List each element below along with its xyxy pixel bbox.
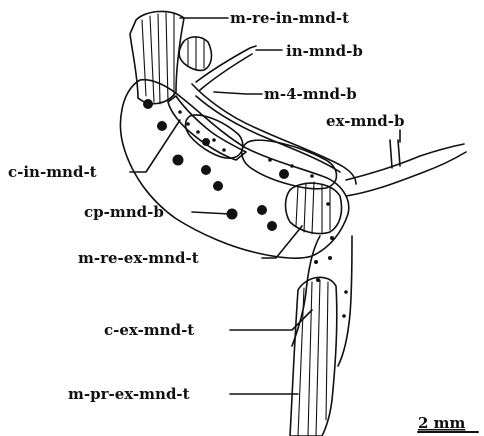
c-ex-mnd-t-canal <box>292 236 352 366</box>
leader-cp-mnd-b <box>192 212 230 214</box>
m-pr-ex-mnd-t-striations <box>298 280 328 436</box>
scale-bar-label: 2 mm <box>418 414 466 432</box>
small-oval-striations <box>188 37 204 70</box>
label-ex-mnd-b: ex-mnd-b <box>326 112 404 130</box>
label-in-mnd-b: in-mnd-b <box>286 42 363 60</box>
ex-mnd-b-branch <box>346 144 466 196</box>
label-m-pr-ex-mnd-t: m-pr-ex-mnd-t <box>68 385 190 403</box>
label-cp-mnd-b: cp-mnd-b <box>84 203 164 221</box>
inner-oval-upper <box>186 115 243 158</box>
cp-mnd-b-body <box>121 80 349 258</box>
spots-large <box>143 99 289 231</box>
m-re-in-mnd-t-shape <box>130 11 184 103</box>
leader-c-in-mnd-t <box>130 120 180 172</box>
leader-m-4-mnd-b <box>214 92 262 94</box>
label-c-in-mnd-t: c-in-mnd-t <box>8 163 97 181</box>
label-m-re-in-mnd-t: m-re-in-mnd-t <box>230 9 349 27</box>
label-m-re-ex-mnd-t: m-re-ex-mnd-t <box>78 249 199 267</box>
m-re-in-mnd-t-striations <box>142 13 174 104</box>
small-oval <box>179 37 211 70</box>
in-mnd-b-branch <box>196 46 256 90</box>
m-pr-ex-mnd-t-shape <box>290 277 337 436</box>
label-c-ex-mnd-t: c-ex-mnd-t <box>104 321 194 339</box>
leader-m-re-ex-mnd-t <box>262 226 302 258</box>
label-m-4-mnd-b: m-4-mnd-b <box>264 85 357 103</box>
